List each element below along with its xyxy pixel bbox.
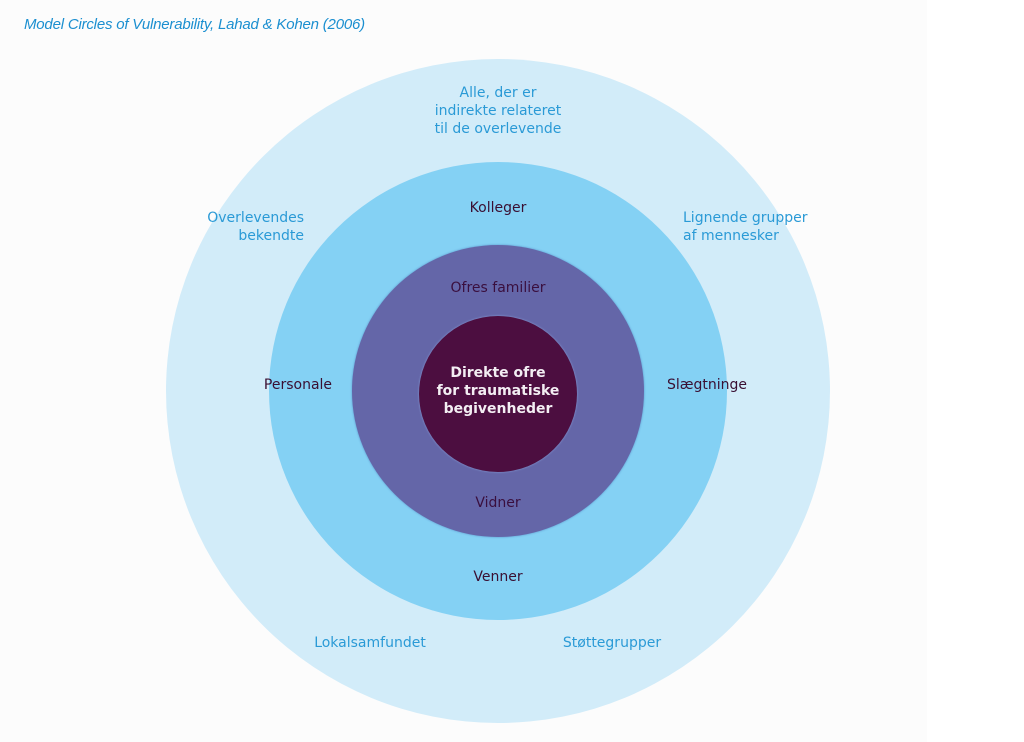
third-label-top: Ofres familier [450,280,546,296]
outer-label-bottom-right: Støttegrupper [562,635,662,651]
diagram-panel: Model Circles of Vulnerability, Lahad & … [24,16,830,723]
second-label-left: Personale [263,377,333,393]
outer-label-bottom-left: Lokalsamfundet [314,635,426,651]
second-label-bottom: Venner [473,569,523,585]
outer-label-top: Alle, der er indirekte relateret til de … [434,85,562,137]
outer-label-upper-right: Lignende grupper af mennesker [683,210,808,244]
second-label-top: Kolleger [469,200,527,216]
second-label-right: Slægtninge [666,377,748,393]
core-label: Direkte ofre for traumatiske begivenhede… [436,365,560,417]
outer-label-upper-left: Overlevendes bekendte [207,210,304,244]
core-circle [419,316,577,472]
third-label-bottom: Vidner [475,495,521,511]
diagram-title: Model Circles of Vulnerability, Lahad & … [24,16,365,33]
